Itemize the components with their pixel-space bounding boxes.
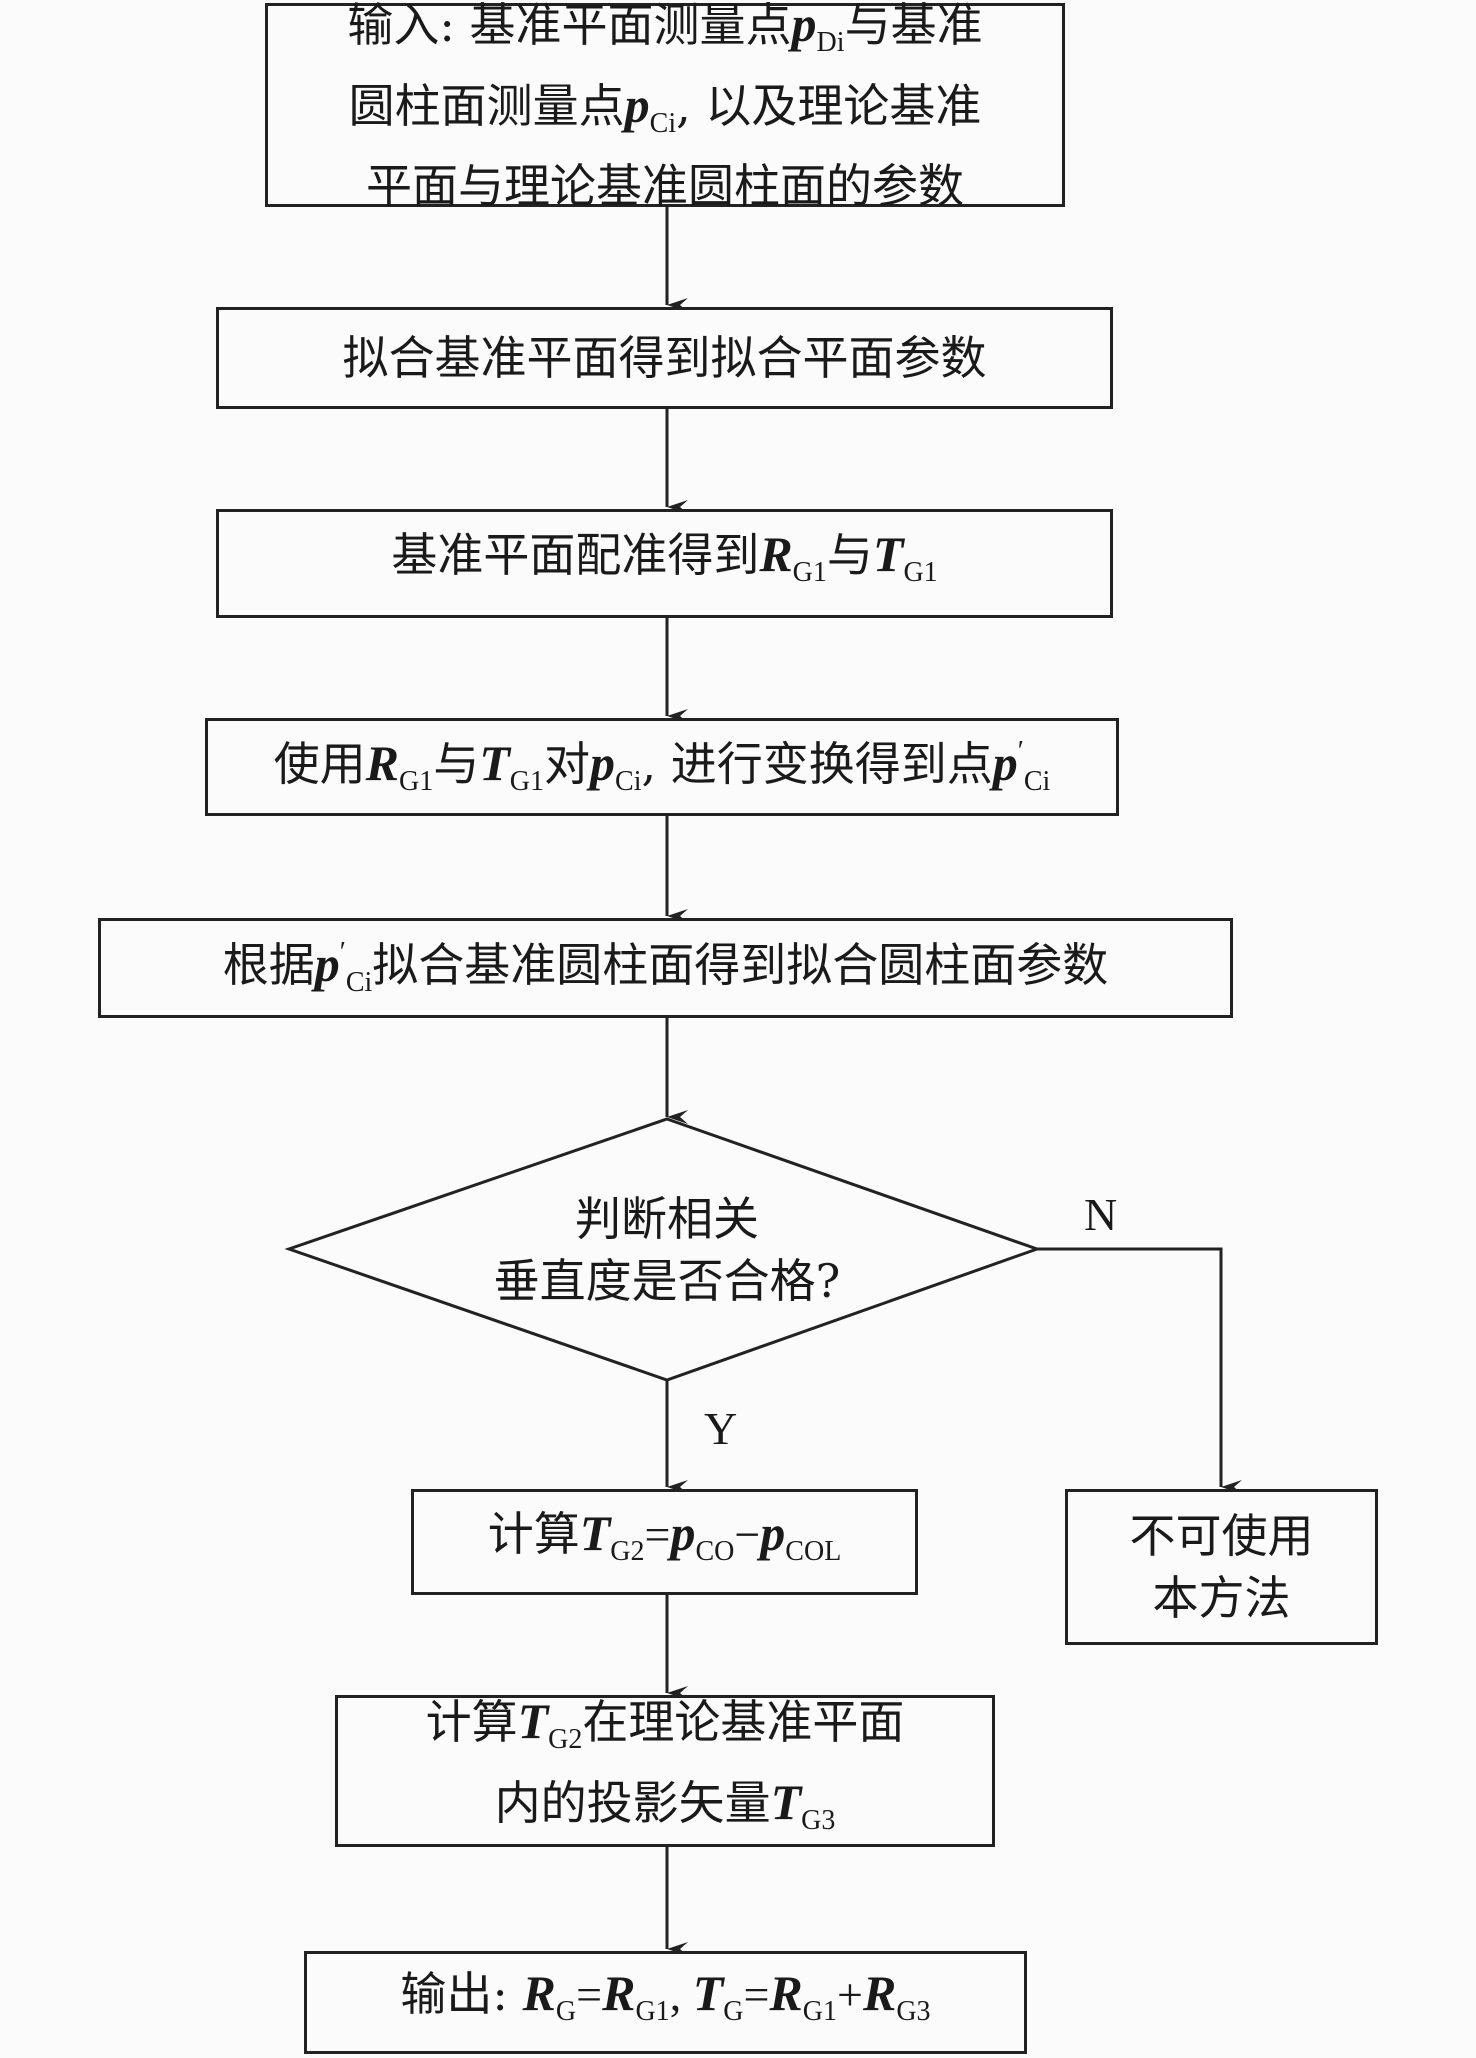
node-text-line: 根据p′Ci拟合基准圆柱面得到拟合圆柱面参数 bbox=[223, 922, 1109, 1014]
node-text-line: 输出: RG=RG1, TG=RG1+RG3 bbox=[400, 1962, 930, 2043]
math-subscript: G1 bbox=[802, 1996, 838, 2027]
math-subscript: G3 bbox=[896, 1996, 931, 2027]
math-variable: R bbox=[862, 1965, 897, 2021]
node-text-line: 平面与理论基准圆柱面的参数 bbox=[366, 155, 964, 217]
math-variable: R bbox=[769, 1965, 803, 2021]
math-subscript: CO bbox=[695, 1535, 735, 1567]
math-subscript: G2 bbox=[610, 1535, 645, 1567]
node-text-line: 使用RG1与TG1对pCi, 进行变换得到点p′Ci bbox=[274, 721, 1051, 813]
node-text: = bbox=[644, 1508, 671, 1560]
input-box: 输入: 基准平面测量点pDi与基准圆柱面测量点pCi, 以及理论基准平面与理论基… bbox=[265, 0, 1065, 213]
node-text: = bbox=[743, 1969, 770, 2020]
math-subscript: D bbox=[816, 27, 837, 58]
node-text-line: 拟合基准平面得到拟合平面参数 bbox=[343, 327, 987, 389]
node-text: 计算 bbox=[425, 1695, 518, 1749]
fit-plane-box: 拟合基准平面得到拟合平面参数 bbox=[216, 307, 1113, 409]
node-text: 根据 bbox=[222, 938, 315, 992]
math-variable: p bbox=[791, 0, 817, 52]
node-text: , 以及理论基准 bbox=[676, 79, 982, 133]
math-variable: T bbox=[579, 1504, 611, 1561]
node-text-line: 不可使用 bbox=[1130, 1505, 1314, 1567]
output-box: 输出: RG=RG1, TG=RG1+RG3 bbox=[304, 1951, 1027, 2054]
node-text-line: 本方法 bbox=[1153, 1567, 1291, 1629]
node-text: 输入: 基准平面测量点 bbox=[347, 0, 792, 52]
node-text: 不可使用 bbox=[1129, 1509, 1314, 1563]
math-variable: R bbox=[365, 735, 400, 791]
node-text: , bbox=[669, 1969, 693, 2020]
node-text: 计算 bbox=[487, 1506, 580, 1561]
math-variable: R bbox=[602, 1965, 636, 2021]
math-variable: p bbox=[760, 1504, 786, 1561]
math-subscript: G bbox=[555, 1996, 577, 2027]
node-text: 对 bbox=[544, 737, 591, 791]
math-variable: p bbox=[624, 77, 650, 133]
math-variable: R bbox=[759, 526, 793, 582]
node-text-line: 内的投影矢量TG3 bbox=[495, 1771, 836, 1852]
math-superscript: ′ bbox=[1017, 736, 1024, 767]
node-text-line: 基准平面配准得到RG1与TG1 bbox=[391, 523, 937, 604]
node-text: 内的投影矢量 bbox=[494, 1776, 771, 1830]
math-subscript: G3 bbox=[801, 1805, 836, 1836]
math-subscript: G1 bbox=[509, 766, 545, 797]
node-text: 拟合基准圆柱面得到拟合圆柱面参数 bbox=[372, 938, 1109, 992]
math-variable: T bbox=[517, 1693, 549, 1749]
math-variable: T bbox=[770, 1774, 802, 1830]
node-text: − bbox=[734, 1508, 761, 1560]
node-text: 判断相关 bbox=[575, 1192, 759, 1246]
node-text-line: 输入: 基准平面测量点pDi与基准 bbox=[347, 0, 982, 74]
math-subscript: Ci bbox=[649, 108, 677, 139]
projection-box: 计算TG2在理论基准平面内的投影矢量TG3 bbox=[335, 1693, 995, 1847]
yes-branch-label: Y bbox=[704, 1403, 738, 1454]
node-text: , 进行变换得到点 bbox=[641, 737, 993, 791]
math-variable: p bbox=[992, 735, 1018, 791]
math-variable: p bbox=[670, 1504, 696, 1561]
math-subscript: G1 bbox=[903, 557, 938, 588]
math-superscript: ′ bbox=[339, 937, 346, 968]
math-subscript: G bbox=[723, 1996, 744, 2027]
node-text: 圆柱面测量点 bbox=[348, 79, 625, 133]
math-subscript: Ci bbox=[1023, 766, 1051, 797]
node-text: 拟合基准平面得到拟合平面参数 bbox=[342, 331, 987, 385]
perpendicularity-decision: 判断相关垂直度是否合格? bbox=[420, 1150, 914, 1350]
plane-registration-box: 基准平面配准得到RG1与TG1 bbox=[216, 509, 1113, 618]
math-variable: T bbox=[872, 526, 904, 582]
math-variable: p bbox=[590, 735, 616, 791]
node-text-line: 垂直度是否合格? bbox=[494, 1250, 841, 1312]
fit-cylinder-box: 根据p′Ci拟合基准圆柱面得到拟合圆柱面参数 bbox=[98, 918, 1233, 1018]
node-text: 输出: bbox=[400, 1967, 523, 2021]
node-text: + bbox=[837, 1969, 863, 2020]
node-text: 垂直度是否合格? bbox=[493, 1254, 841, 1308]
math-variable: T bbox=[479, 735, 510, 791]
math-subscript: COL bbox=[785, 1535, 842, 1567]
arrow-no bbox=[1037, 1247, 1242, 1494]
node-text: 使用 bbox=[273, 737, 366, 791]
no-branch-label: N bbox=[1084, 1189, 1118, 1240]
node-text-line: 计算TG2=pCO−pCOL bbox=[488, 1502, 842, 1583]
math-variable: R bbox=[522, 1965, 556, 2021]
node-text-line: 计算TG2在理论基准平面 bbox=[426, 1690, 905, 1771]
math-subscript: Ci bbox=[345, 967, 373, 998]
node-text: 与基准 bbox=[844, 0, 983, 52]
node-text: 与 bbox=[433, 737, 480, 791]
node-text-line: 圆柱面测量点pCi, 以及理论基准 bbox=[349, 74, 982, 155]
math-subscript: i bbox=[836, 27, 845, 58]
node-text: = bbox=[576, 1969, 603, 2020]
math-subscript: G1 bbox=[792, 557, 827, 588]
compute-tg2-box: 计算TG2=pCO−pCOL bbox=[411, 1489, 918, 1595]
math-subscript: G1 bbox=[635, 1996, 670, 2027]
math-subscript: G1 bbox=[399, 766, 434, 797]
math-variable: p bbox=[314, 936, 340, 992]
node-text: 基准平面配准得到 bbox=[391, 528, 760, 582]
node-text: 在理论基准平面 bbox=[582, 1695, 905, 1749]
node-text: 与 bbox=[826, 528, 873, 582]
math-subscript: Ci bbox=[615, 766, 642, 797]
math-variable: T bbox=[692, 1965, 724, 2021]
method-unusable-box: 不可使用本方法 bbox=[1065, 1489, 1378, 1645]
node-text-line: 判断相关 bbox=[575, 1188, 759, 1250]
transform-points-box: 使用RG1与TG1对pCi, 进行变换得到点p′Ci bbox=[205, 718, 1119, 816]
node-text: 平面与理论基准圆柱面的参数 bbox=[366, 159, 964, 213]
math-subscript: G2 bbox=[548, 1724, 583, 1755]
node-text: 本方法 bbox=[1152, 1571, 1291, 1625]
